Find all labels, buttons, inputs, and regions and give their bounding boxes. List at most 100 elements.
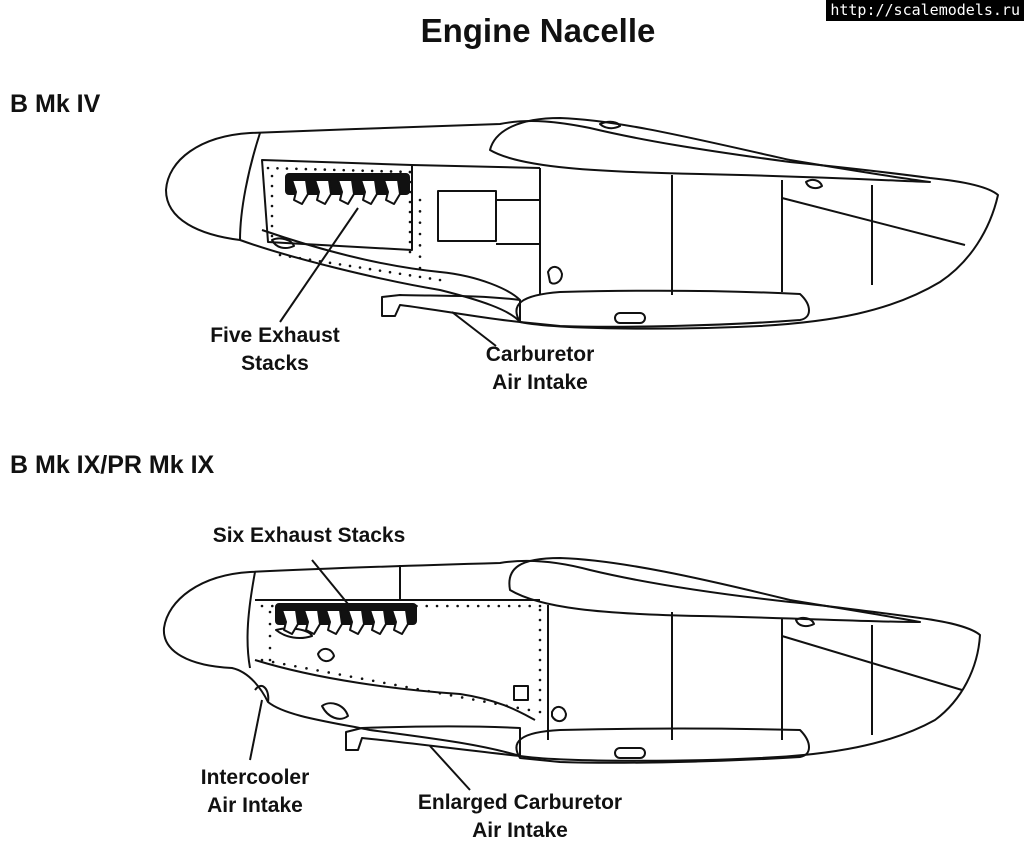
- rivet: [418, 221, 422, 224]
- callout-intercooler: Intercooler Air Intake: [160, 764, 350, 820]
- leader-intercooler: [249, 699, 263, 761]
- rivet: [460, 696, 464, 699]
- rivet: [271, 660, 275, 664]
- rivet: [449, 694, 453, 697]
- carburetor-intake-mk9: [345, 725, 521, 757]
- rivet: [408, 250, 412, 254]
- rivet: [538, 604, 542, 608]
- rivet: [471, 698, 475, 701]
- rivet: [418, 210, 422, 213]
- lower-fairing-mk4: [515, 289, 810, 328]
- rivet: [370, 169, 374, 173]
- callout-line: Intercooler: [200, 766, 310, 789]
- rivet: [538, 678, 542, 682]
- callout-line: Air Intake: [492, 371, 588, 394]
- rivet: [268, 610, 272, 614]
- callout-five-exhaust: Five Exhaust Stacks: [180, 322, 370, 378]
- rivet: [270, 234, 274, 238]
- rivet: [380, 169, 383, 173]
- rivet: [427, 689, 431, 693]
- exhaust-stack: [347, 609, 365, 635]
- rivet: [371, 679, 375, 683]
- callout-enlarged-carburetor: Enlarged Carburetor Air Intake: [380, 789, 660, 845]
- rivet: [418, 232, 422, 236]
- rivet: [270, 214, 274, 218]
- rivet: [528, 604, 532, 608]
- leader-five-exhaust: [279, 207, 359, 323]
- rivet: [349, 675, 353, 678]
- nacelle-mk9: [162, 557, 981, 764]
- rivet: [476, 604, 480, 608]
- rivet: [361, 169, 364, 172]
- exhaust-stack: [360, 179, 378, 205]
- rivet: [483, 700, 486, 703]
- rivet: [383, 681, 386, 685]
- rivet: [408, 220, 412, 224]
- rivet: [516, 706, 520, 710]
- rivet: [446, 604, 449, 608]
- rivet: [418, 198, 422, 202]
- rivet: [332, 168, 336, 172]
- rivet: [285, 167, 289, 170]
- rivet: [408, 170, 412, 174]
- rivet: [270, 194, 274, 198]
- rivet: [399, 170, 402, 174]
- rivet: [360, 677, 364, 681]
- rivet: [394, 683, 397, 687]
- rivet: [270, 184, 274, 188]
- rivet: [435, 604, 439, 608]
- callout-carburetor-mk4: Carburetor Air Intake: [440, 341, 640, 397]
- rivet: [438, 278, 442, 282]
- rivet: [538, 658, 542, 662]
- leader-enlarged-carb: [429, 745, 471, 791]
- rivet: [538, 710, 542, 714]
- rivet: [266, 166, 270, 170]
- nacelle-mk4: [165, 117, 999, 330]
- rivet: [428, 277, 432, 280]
- exhaust-stacks-mk4: [285, 173, 410, 205]
- rivet: [497, 604, 501, 608]
- rivet: [358, 266, 362, 269]
- rivet: [507, 604, 511, 608]
- rivet: [316, 669, 319, 672]
- rivet: [494, 702, 497, 705]
- rivet: [295, 167, 298, 171]
- watermark: http://scalemodels.ru: [826, 0, 1024, 21]
- variant-title-mk4: B Mk IV: [10, 90, 101, 118]
- rivet: [282, 662, 286, 666]
- rivet: [323, 168, 327, 171]
- rivet: [342, 168, 346, 172]
- rivet: [388, 270, 392, 274]
- rivet: [505, 704, 508, 708]
- rivet: [268, 646, 272, 650]
- rivet: [298, 256, 302, 260]
- rivet: [456, 604, 459, 608]
- rivet: [378, 269, 382, 272]
- rivet: [538, 668, 542, 672]
- exhaust-stack: [281, 609, 299, 635]
- rivet: [327, 671, 331, 674]
- rivet: [538, 618, 542, 622]
- rivet: [438, 691, 442, 695]
- rivet: [398, 272, 402, 276]
- rivet: [268, 634, 272, 638]
- exhaust-stack: [369, 609, 387, 635]
- page-title: Engine Nacelle: [420, 12, 656, 49]
- rivet: [270, 604, 274, 608]
- callout-line: Stacks: [241, 352, 309, 375]
- exhaust-stack: [303, 609, 321, 635]
- rivet: [408, 230, 412, 234]
- rivet: [268, 622, 272, 626]
- rivet: [348, 264, 352, 268]
- rivet: [408, 274, 412, 277]
- nacelle-mk4-outline: [165, 120, 999, 330]
- rivet: [276, 166, 279, 170]
- rivet: [466, 604, 470, 608]
- rivet: [538, 608, 542, 612]
- rivet: [487, 604, 490, 608]
- callout-line: Five Exhaust: [210, 324, 340, 347]
- lower-fairing-mk9: [515, 727, 810, 764]
- rivet: [418, 244, 422, 247]
- leader-carb-mk4: [451, 311, 497, 347]
